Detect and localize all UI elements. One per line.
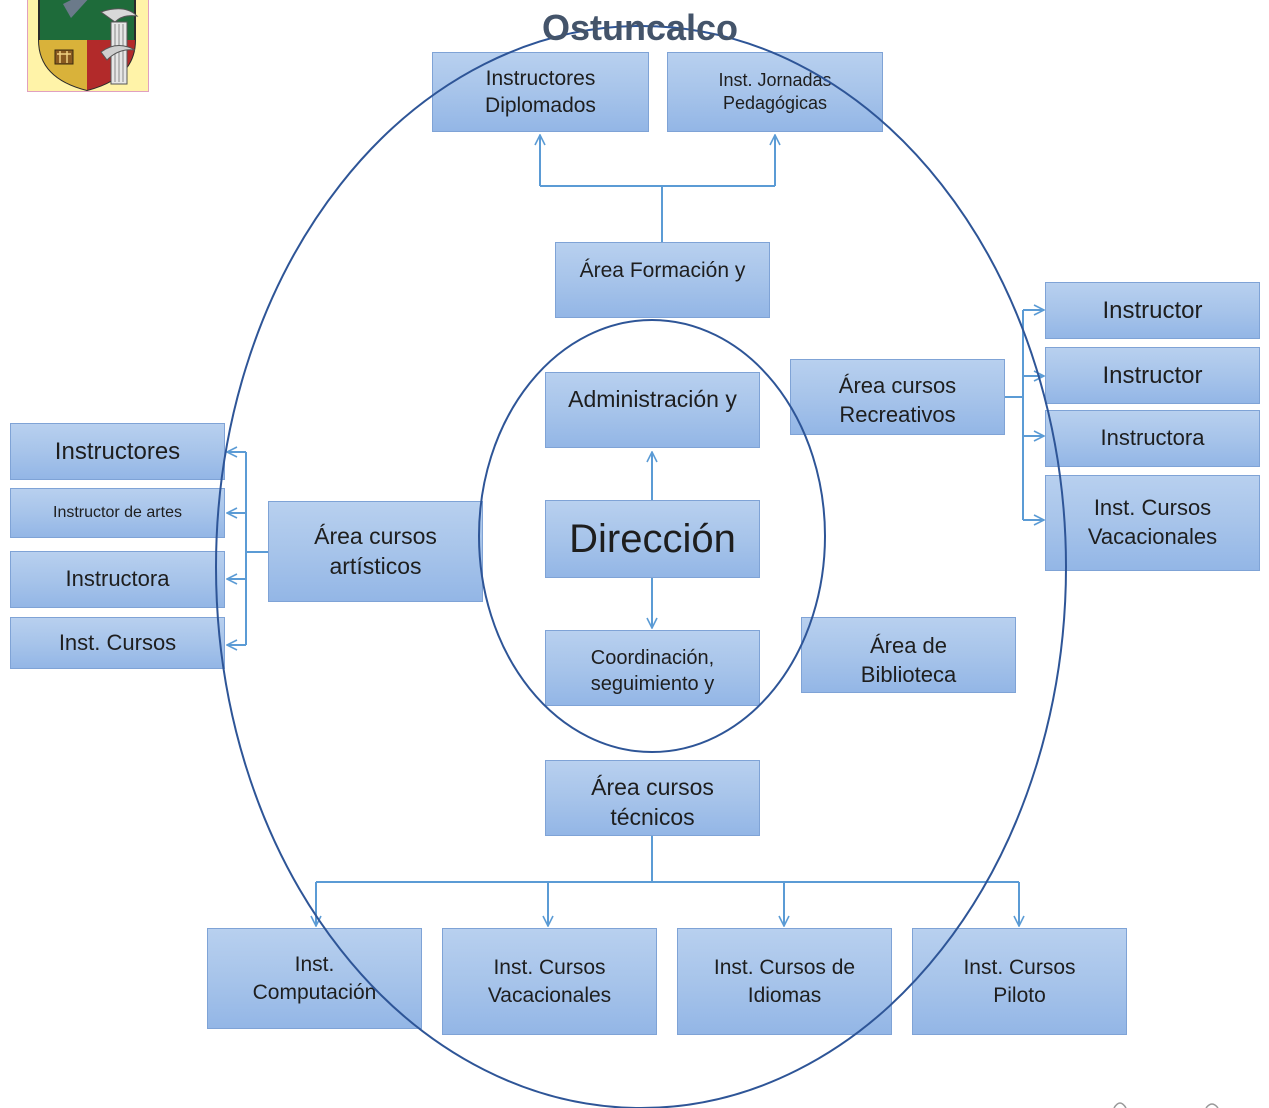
box-area-artisticos: Área cursos artísticos xyxy=(268,501,483,602)
outer-ellipse xyxy=(215,25,1067,1108)
box-inst-cursos-left: Inst. Cursos xyxy=(10,617,225,669)
box-administracion: Administración y xyxy=(545,372,760,448)
box-inst-vacacionales-bottom: Inst. Cursos Vacacionales xyxy=(442,928,657,1035)
box-inst-jornadas-pedagogicas: Inst. Jornadas Pedagógicas xyxy=(667,52,883,132)
box-coordinacion: Coordinación, seguimiento y xyxy=(545,630,760,706)
connector-tecnicos-trunk xyxy=(316,836,1019,883)
box-instructores-diplomados: Instructores Diplomados xyxy=(432,52,649,132)
box-direccion: Dirección xyxy=(545,500,760,578)
box-area-biblioteca: Área de Biblioteca xyxy=(801,617,1016,693)
box-area-formacion: Área Formación y xyxy=(555,242,770,318)
box-instructores-left: Instructores xyxy=(10,423,225,480)
connector-artisticos-trunk xyxy=(245,452,268,645)
box-inst-idiomas: Inst. Cursos de Idiomas xyxy=(677,928,892,1035)
connector-recreativos-trunk xyxy=(1004,310,1024,520)
box-instructor-1: Instructor xyxy=(1045,282,1260,339)
box-inst-computacion: Inst. Computación xyxy=(207,928,422,1029)
box-area-tecnicos: Área cursos técnicos xyxy=(545,760,760,836)
shield-crest-icon xyxy=(27,0,149,92)
box-instructora-right: Instructora xyxy=(1045,410,1260,467)
box-area-recreativos: Área cursos Recreativos xyxy=(790,359,1005,435)
box-inst-vacacionales-right: Inst. Cursos Vacacionales xyxy=(1045,475,1260,571)
page-title: Ostuncalco xyxy=(541,7,739,48)
page-footer-fragment xyxy=(1113,1102,1219,1108)
box-inst-piloto: Inst. Cursos Piloto xyxy=(912,928,1127,1035)
box-instructor-artes: Instructor de artes xyxy=(10,488,225,538)
inner-ellipse xyxy=(478,319,826,753)
connector-formacion-trunk xyxy=(540,185,775,242)
box-instructora-left: Instructora xyxy=(10,551,225,608)
box-instructor-2: Instructor xyxy=(1045,347,1260,404)
